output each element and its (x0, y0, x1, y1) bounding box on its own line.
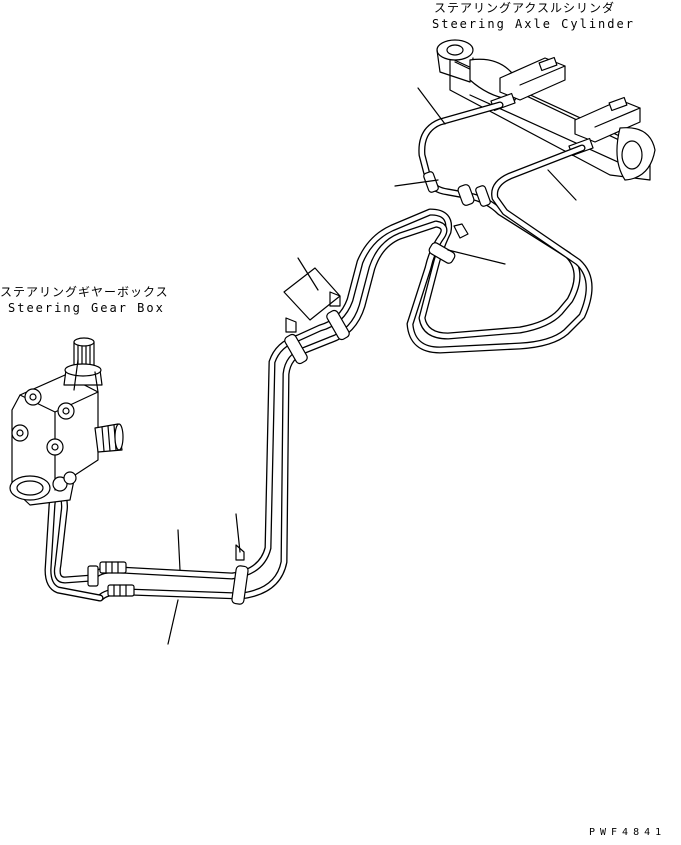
gear-box-label-en: Steering Gear Box (8, 301, 165, 315)
pipe-clamps (231, 171, 491, 605)
steering-gear-box (9, 337, 124, 506)
axle-cylinder-label-en: Steering Axle Cylinder (432, 17, 635, 31)
steering-axle-cylinder (436, 39, 656, 181)
hydraulic-pipe-run-b (96, 144, 593, 602)
hose-fittings (87, 561, 135, 597)
drawing-code: PWF4841 (589, 827, 667, 838)
gear-box-label-jp: ステアリングギヤーボックス (0, 285, 169, 299)
axle-cylinder-label-jp: ステアリングアクスルシリンダ (434, 1, 616, 15)
callout-leaders (167, 87, 577, 645)
